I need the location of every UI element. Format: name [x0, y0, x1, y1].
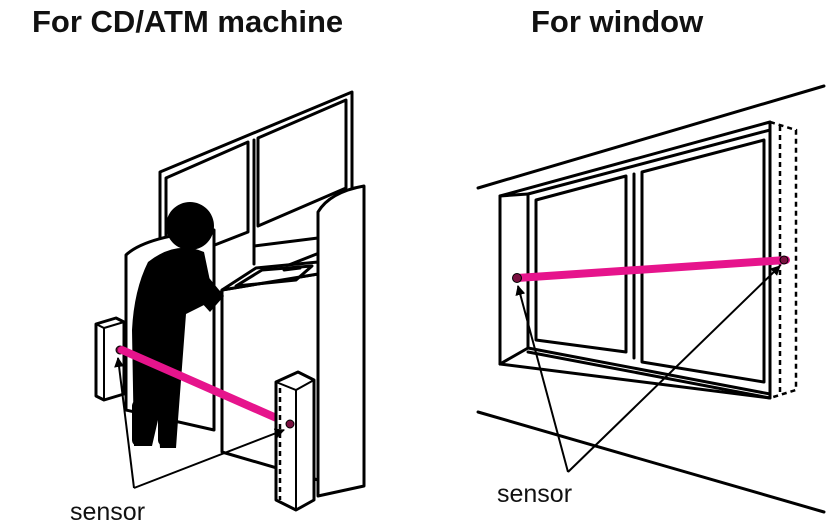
person-silhouette-icon — [132, 202, 224, 448]
window-frame — [498, 120, 772, 400]
window-illustration — [476, 84, 826, 514]
sensor-post-icon — [94, 316, 126, 402]
atm-sensor-label: sensor — [70, 498, 146, 526]
atm-illustration — [94, 90, 366, 512]
atm-sensor-arrows — [114, 357, 285, 489]
atm-sensor-beam — [118, 346, 294, 428]
floor-line — [476, 410, 826, 514]
sensor-receiver — [779, 255, 789, 265]
atm-right-partition — [316, 184, 366, 498]
window-sensor-label: sensor — [497, 480, 573, 508]
sensor-post-icon — [769, 120, 798, 400]
sensor-emitter — [512, 273, 522, 283]
sensor-post-icon — [274, 370, 316, 512]
wall-top-line — [476, 84, 826, 190]
window-sensor-arrows — [515, 265, 781, 473]
window-sensor-beam — [513, 256, 790, 282]
atm-panel-title: For CD/ATM machine — [32, 4, 344, 39]
window-panel-title: For window — [531, 4, 704, 39]
